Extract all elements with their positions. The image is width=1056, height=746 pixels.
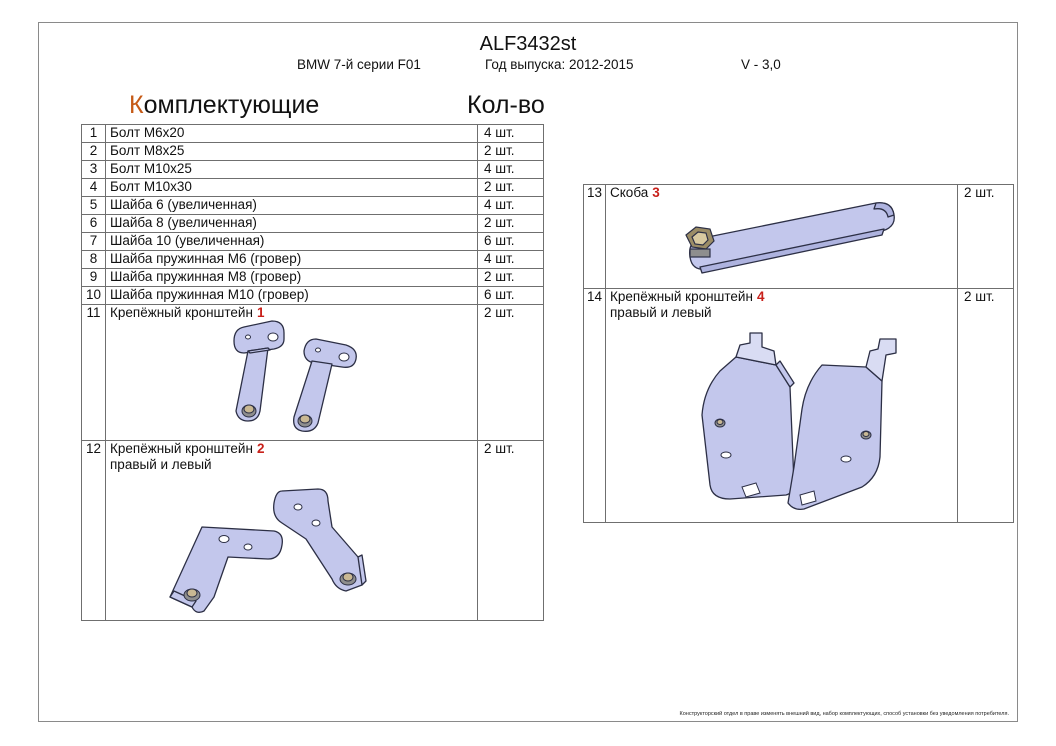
components-title-rest: омплектующие — [143, 91, 320, 119]
components-title: Комплектующие — [129, 91, 319, 120]
item-name: Скоба — [610, 185, 649, 200]
item-number: 12 — [81, 440, 106, 621]
item-number: 11 — [81, 304, 106, 441]
item-name: Крепёжный кронштейн — [110, 305, 253, 320]
item-name: Болт М6х20 — [105, 124, 478, 143]
item-name: Болт М10х25 — [105, 160, 478, 179]
item-qty: 4 шт. — [477, 124, 544, 143]
item-name: Болт М10х30 — [105, 178, 478, 197]
item-qty: 6 шт. — [477, 286, 544, 305]
item-qty: 4 шт. — [477, 196, 544, 215]
quantity-title: Кол-во — [467, 91, 545, 119]
item-name: Болт М8х25 — [105, 142, 478, 161]
table-row: 5 Шайба 6 (увеличенная) 4 шт. — [81, 196, 544, 215]
table-row: 9 Шайба пружинная М8 (гровер) 2 шт. — [81, 268, 544, 287]
product-code: ALF3432st — [479, 33, 577, 55]
item-qty: 2 шт. — [957, 288, 1014, 523]
item-name: Шайба 6 (увеличенная) — [105, 196, 478, 215]
table-row: 4 Болт М10х30 2 шт. — [81, 178, 544, 197]
drawing-sheet: ALF3432st BMW 7-й серии F01 Год выпуска:… — [38, 22, 1018, 722]
item-qty: 2 шт. — [477, 214, 544, 233]
item-qty: 2 шт. — [477, 304, 544, 441]
item-number: 9 — [81, 268, 106, 287]
table-row: 8 Шайба пружинная М6 (гровер) 4 шт. — [81, 250, 544, 269]
item-number: 4 — [81, 178, 106, 197]
footer-disclaimer: Конструкторский отдел в праве изменять в… — [679, 711, 1009, 717]
item-qty: 2 шт. — [477, 268, 544, 287]
item-number: 7 — [81, 232, 106, 251]
item-number: 2 — [81, 142, 106, 161]
item-name: Шайба пружинная М6 (гровер) — [105, 250, 478, 269]
engine-version: V - 3,0 — [741, 57, 781, 72]
item-name: Шайба 8 (увеличенная) — [105, 214, 478, 233]
item-number: 5 — [81, 196, 106, 215]
item-number: 1 — [81, 124, 106, 143]
item-number: 10 — [81, 286, 106, 305]
part-mark: 4 — [756, 289, 765, 304]
item-number: 14 — [583, 288, 606, 523]
table-row: 7 Шайба 10 (увеличенная) 6 шт. — [81, 232, 544, 251]
item-name: Шайба 10 (увеличенная) — [105, 232, 478, 251]
item-number: 13 — [583, 184, 606, 289]
item-name: Крепёжный кронштейн — [110, 441, 253, 456]
item-name: Шайба пружинная М10 (гровер) — [105, 286, 478, 305]
part-mark: 1 — [256, 305, 265, 320]
part-mark: 2 — [256, 441, 265, 456]
item-name: Шайба пружинная М8 (гровер) — [105, 268, 478, 287]
bracket-4-illustration — [701, 332, 897, 511]
item-number: 3 — [81, 160, 106, 179]
production-years: Год выпуска: 2012-2015 — [485, 57, 634, 72]
item-name: Крепёжный кронштейн — [610, 289, 753, 304]
item-qty: 6 шт. — [477, 232, 544, 251]
item-qty: 2 шт. — [477, 142, 544, 161]
table-row: 1 Болт М6х20 4 шт. — [81, 124, 544, 143]
item-qty: 2 шт. — [477, 440, 544, 621]
clamp-illustration — [685, 202, 895, 274]
item-qty: 2 шт. — [957, 184, 1014, 289]
components-title-initial: К — [129, 91, 144, 119]
table-row: 3 Болт М10х25 4 шт. — [81, 160, 544, 179]
item-number: 6 — [81, 214, 106, 233]
item-name-line2: правый и левый — [110, 457, 212, 472]
car-model: BMW 7-й серии F01 — [297, 57, 421, 72]
table-row: 2 Болт М8х25 2 шт. — [81, 142, 544, 161]
item-name-line2: правый и левый — [610, 305, 712, 320]
table-row: 6 Шайба 8 (увеличенная) 2 шт. — [81, 214, 544, 233]
components-table-left: 1 Болт М6х20 4 шт. 2 Болт М8х25 2 шт. 3 … — [81, 124, 544, 621]
item-qty: 4 шт. — [477, 160, 544, 179]
table-row: 10 Шайба пружинная М10 (гровер) 6 шт. — [81, 286, 544, 305]
item-qty: 2 шт. — [477, 178, 544, 197]
item-number: 8 — [81, 250, 106, 269]
bracket-2-illustration — [169, 488, 367, 613]
bracket-1-illustration — [233, 320, 357, 432]
part-mark: 3 — [652, 185, 660, 200]
item-qty: 4 шт. — [477, 250, 544, 269]
